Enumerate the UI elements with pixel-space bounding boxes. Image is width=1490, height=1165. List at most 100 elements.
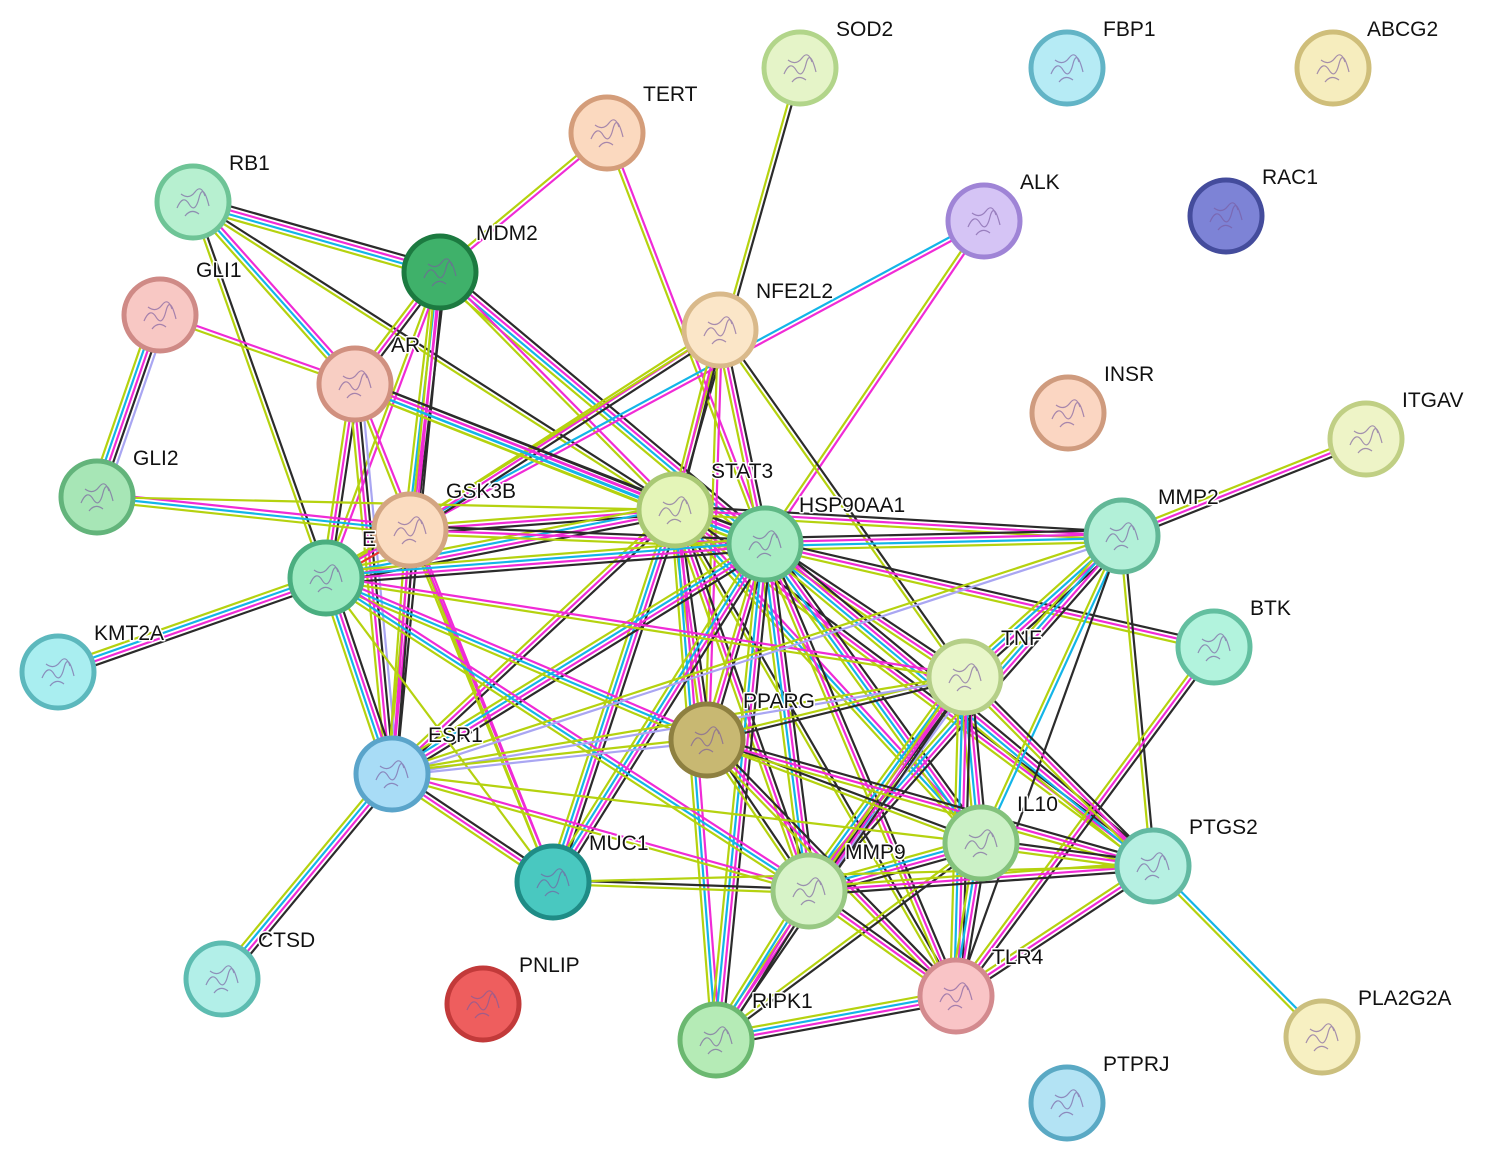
- edge-line-lime: [705, 742, 1153, 871]
- edge-line-lime: [409, 504, 675, 528]
- node-fbp1[interactable]: FBP1: [1028, 17, 1157, 107]
- edge-line-black: [809, 868, 1154, 897]
- node-rac1[interactable]: RAC1: [1187, 165, 1320, 255]
- node-circle[interactable]: [945, 182, 1023, 260]
- node-ripk1[interactable]: RIPK1: [677, 989, 814, 1079]
- node-il10[interactable]: IL10: [942, 792, 1059, 882]
- node-sod2[interactable]: SOD2: [761, 17, 895, 107]
- node-abcg2[interactable]: ABCG2: [1294, 17, 1440, 107]
- edge-line-cyan: [804, 673, 963, 890]
- protein-structure-icon: [590, 119, 624, 148]
- node-circle[interactable]: [726, 505, 804, 583]
- node-circle[interactable]: [926, 638, 1004, 716]
- node-ctsd[interactable]: CTSD: [183, 928, 317, 1018]
- edge-line-black: [193, 200, 329, 578]
- node-label: PTPRJ: [1103, 1053, 1170, 1076]
- node-circle[interactable]: [917, 957, 995, 1035]
- node-circle[interactable]: [58, 458, 136, 536]
- node-circle[interactable]: [371, 491, 449, 569]
- node-pla2g2a[interactable]: PLA2G2A: [1283, 986, 1453, 1076]
- node-mmp9[interactable]: MMP9: [770, 840, 907, 930]
- node-circle[interactable]: [154, 163, 232, 241]
- node-circle[interactable]: [1327, 400, 1405, 478]
- node-muc1[interactable]: MUC1: [514, 831, 650, 921]
- node-circle[interactable]: [514, 843, 592, 921]
- node-circle[interactable]: [681, 291, 759, 369]
- node-circle[interactable]: [1083, 497, 1161, 575]
- node-circle[interactable]: [1283, 998, 1361, 1076]
- edge-line-black: [410, 524, 766, 542]
- edge-line-magenta: [222, 774, 395, 981]
- node-esr1[interactable]: ESR1: [353, 723, 484, 813]
- node-circle[interactable]: [770, 852, 848, 930]
- node-circle[interactable]: [401, 233, 479, 311]
- edge-line-lime: [391, 736, 707, 774]
- node-circle[interactable]: [287, 539, 365, 617]
- edge-line-magenta: [763, 543, 958, 997]
- node-stat3[interactable]: STAT3: [636, 459, 775, 549]
- node-tlr4[interactable]: TLR4: [917, 945, 1045, 1035]
- node-gli2[interactable]: GLI2: [58, 446, 180, 536]
- node-ar[interactable]: AR: [316, 333, 422, 423]
- node-label: ITGAV: [1402, 389, 1463, 412]
- node-gli1[interactable]: GLI1: [121, 258, 243, 354]
- node-circle[interactable]: [121, 276, 199, 354]
- edge-ptgs2-pla2g2a: [1150, 863, 1325, 1040]
- node-label: PLA2G2A: [1358, 987, 1451, 1010]
- node-ptgs2[interactable]: PTGS2: [1114, 815, 1259, 905]
- protein-structure-icon: [967, 207, 1001, 236]
- edge-line-lime: [546, 540, 761, 880]
- node-circle[interactable]: [316, 345, 394, 423]
- node-mdm2[interactable]: MDM2: [401, 221, 539, 311]
- node-circle[interactable]: [1028, 29, 1106, 107]
- node-label: FBP1: [1103, 18, 1156, 41]
- protein-structure-icon: [748, 530, 782, 559]
- node-circle[interactable]: [677, 1001, 755, 1079]
- node-rb1[interactable]: RB1: [154, 151, 271, 241]
- node-circle[interactable]: [19, 633, 97, 711]
- edge-rb1-ar: [189, 198, 359, 388]
- node-circle[interactable]: [444, 965, 522, 1043]
- node-btk[interactable]: BTK: [1175, 596, 1292, 686]
- edge-line-cyan: [192, 201, 356, 385]
- node-hsp90aa1[interactable]: HSP90AA1: [726, 493, 907, 583]
- node-kmt2a[interactable]: KMT2A: [19, 621, 166, 711]
- edge-line-lime: [1120, 434, 1365, 534]
- edge-line-magenta: [410, 528, 556, 882]
- edge-line-magenta: [327, 573, 812, 889]
- node-gsk3b[interactable]: GSK3B: [371, 479, 518, 569]
- node-insr[interactable]: INSR: [1029, 362, 1156, 452]
- node-circle[interactable]: [353, 735, 431, 813]
- node-circle[interactable]: [761, 29, 839, 107]
- node-pparg[interactable]: PPARG: [668, 689, 816, 779]
- node-circle[interactable]: [668, 701, 746, 779]
- node-nfe2l2[interactable]: NFE2L2: [681, 279, 835, 369]
- node-circle[interactable]: [1294, 29, 1372, 107]
- node-tnf[interactable]: TNF: [926, 626, 1043, 716]
- node-circle[interactable]: [1175, 608, 1253, 686]
- node-pnlip[interactable]: PNLIP: [444, 953, 581, 1043]
- edge-esr1-ctsd: [216, 769, 398, 984]
- edge-line-black: [1122, 535, 1157, 866]
- node-circle[interactable]: [636, 471, 714, 549]
- node-circle[interactable]: [183, 940, 261, 1018]
- protein-structure-icon: [466, 990, 500, 1019]
- node-circle[interactable]: [1028, 1064, 1106, 1142]
- node-circle[interactable]: [1029, 374, 1107, 452]
- edge-line-lime: [714, 840, 981, 1040]
- node-circle[interactable]: [942, 804, 1020, 882]
- protein-structure-icon: [205, 965, 239, 994]
- protein-structure-icon: [703, 316, 737, 345]
- node-alk[interactable]: ALK: [945, 170, 1061, 260]
- node-itgav[interactable]: ITGAV: [1327, 388, 1465, 478]
- node-circle[interactable]: [1114, 827, 1192, 905]
- node-mmp2[interactable]: MMP2: [1083, 485, 1220, 575]
- node-tert[interactable]: TERT: [568, 82, 699, 172]
- node-egfr[interactable]: E: [287, 527, 378, 617]
- node-circle[interactable]: [1187, 177, 1265, 255]
- edge-line-lavender: [392, 536, 1123, 777]
- node-circle[interactable]: [568, 94, 646, 172]
- node-ptprj[interactable]: PTPRJ: [1028, 1052, 1171, 1142]
- edge-line-lime: [714, 989, 956, 1036]
